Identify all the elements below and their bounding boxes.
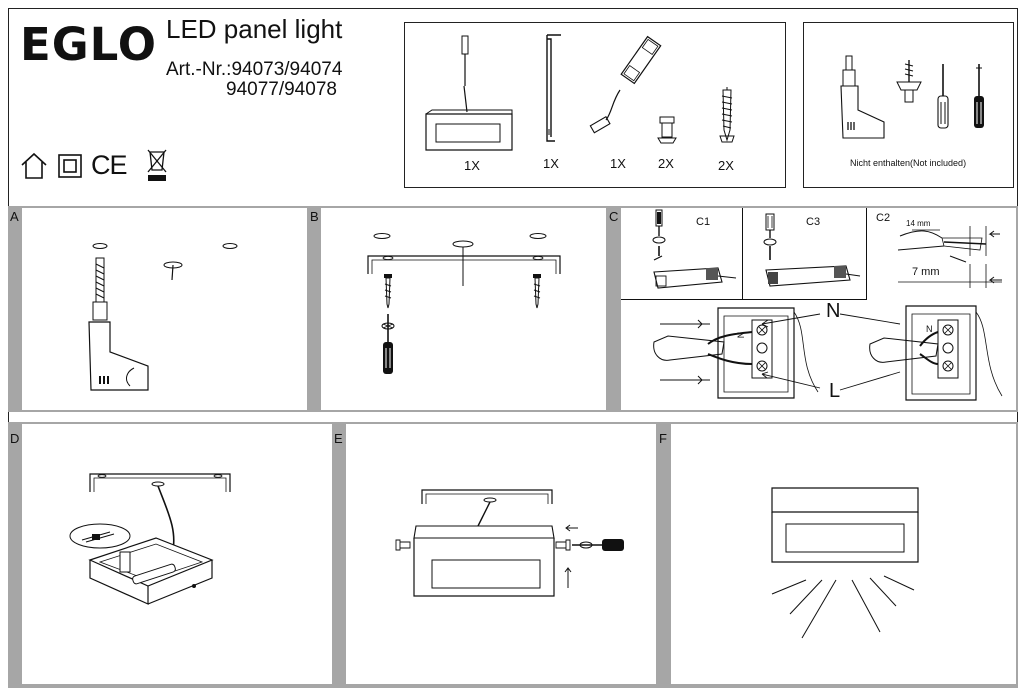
step-e-panel [346, 424, 656, 684]
c-sub-divider-v2 [866, 208, 867, 300]
terminal-n-mark-right: N [926, 324, 933, 334]
step-c1-label: C1 [696, 216, 711, 228]
qty-bracket: 1X [543, 156, 559, 171]
live-label: L [829, 380, 841, 402]
qty-screw: 2X [718, 158, 734, 173]
step-f-label: F [659, 431, 667, 446]
tools-box [803, 22, 1014, 188]
class-ii-icon [58, 154, 82, 178]
step-c-label: C [609, 209, 619, 224]
screwdriver-cross-icon [974, 64, 984, 128]
mounting-bracket-part [546, 34, 561, 142]
wall-plug-screw-icon [896, 60, 922, 103]
c2-strip-length-illustration [897, 226, 1002, 288]
ce-mark-icon: CE [91, 150, 128, 180]
wall-plug-part [657, 116, 677, 144]
step-f-panel [671, 424, 1016, 684]
step-a-panel [22, 208, 307, 410]
step-c3-label: C3 [806, 216, 821, 228]
indoor-house-icon [21, 152, 47, 179]
n-l-pointer-lines [761, 313, 901, 391]
step-b-bracket-illustration [367, 233, 561, 374]
step-e-attach-illustration [395, 489, 624, 597]
c-sub-divider-v1 [742, 208, 743, 300]
strip-length-7mm: 7 mm [912, 266, 940, 278]
lamp-body-with-cable [425, 35, 513, 151]
screwdriver-flat-icon [937, 64, 949, 129]
c-sub-divider-h [621, 299, 867, 300]
tools-not-included-note: Nicht enthalten(Not included) [850, 158, 967, 168]
step-f-finished-illustration [771, 487, 919, 639]
strip-length-14mm: 14 mm [906, 219, 931, 228]
step-d-connect-illustration [69, 473, 231, 605]
step-a-drill-illustration [88, 243, 238, 391]
weee-bin-icon [147, 149, 167, 181]
step-d-label: D [10, 431, 20, 446]
step-b-panel [321, 208, 606, 410]
terminal-block-right [869, 305, 1003, 401]
product-title: LED panel light [166, 14, 343, 44]
step-a-label: A [10, 209, 19, 224]
step-b-label: B [310, 209, 319, 224]
terminal-block-left [653, 307, 819, 399]
qty-lamp-body: 1X [464, 158, 480, 173]
neutral-label: N [826, 300, 841, 322]
c3-driver-illustration [763, 213, 861, 287]
brand-logo: EGLO [20, 18, 158, 71]
led-driver-part [589, 35, 662, 134]
step-c2-label: C2 [876, 212, 891, 224]
drill-icon [840, 55, 885, 139]
parts-box [404, 22, 786, 188]
c1-driver-illustration [652, 209, 737, 289]
step-e-label: E [334, 431, 343, 446]
qty-driver: 1X [610, 156, 626, 171]
article-number-line1: Art.-Nr.:94073/94074 [166, 59, 343, 80]
article-number-line2: 94077/94078 [226, 79, 337, 100]
qty-wall-plug: 2X [658, 156, 674, 171]
screw-part [719, 87, 735, 143]
